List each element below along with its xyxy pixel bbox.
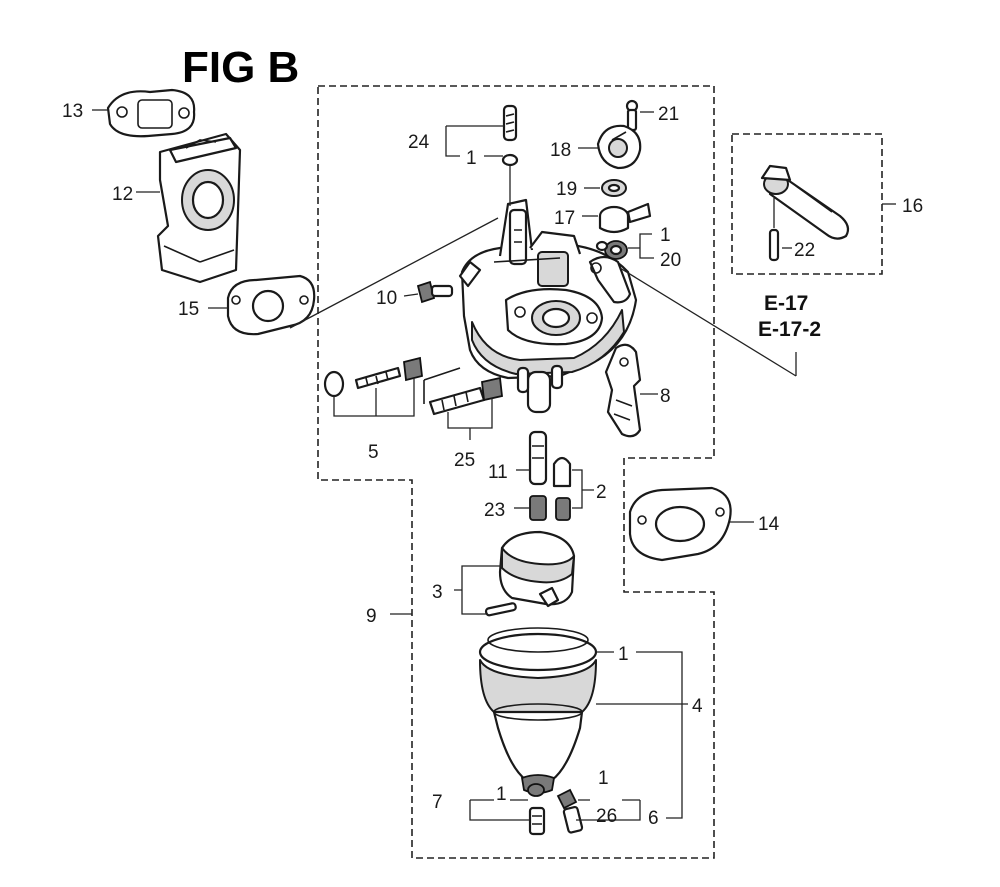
drain-screw-6: [556, 788, 584, 834]
callout-1-bowl: 1: [618, 644, 629, 665]
nozzle-11: [528, 430, 548, 486]
callout-10: 10: [376, 288, 397, 309]
callout-9: 9: [366, 606, 377, 627]
callout-22: 22: [794, 240, 815, 261]
callout-1-top: 1: [466, 148, 477, 169]
screw-10: [416, 280, 454, 304]
callout-1-bottom-right: 1: [598, 768, 609, 789]
leader-reference: [619, 267, 797, 377]
leader-20: [628, 233, 654, 259]
leader-3: [454, 565, 502, 615]
callout-3: 3: [432, 582, 443, 603]
jet-23: [529, 495, 547, 521]
callout-11: 11: [488, 462, 508, 483]
pin-22: [768, 228, 780, 262]
callout-23: 23: [484, 500, 505, 521]
figure-title: FIG B: [182, 43, 299, 92]
choke-part-8: [604, 343, 642, 438]
drain-bolt-7: [527, 783, 546, 836]
callout-18: 18: [550, 140, 571, 161]
washer-19: [601, 179, 627, 197]
callout-1-bottom-left: 1: [496, 784, 507, 805]
callout-21: 21: [658, 104, 679, 125]
callout-15: 15: [178, 299, 199, 320]
carburetor-assembly-outline: [317, 85, 715, 859]
callout-1-right: 1: [660, 225, 671, 246]
callout-19: 19: [556, 179, 577, 200]
callout-26: 26: [596, 806, 617, 827]
float-chamber-4: [478, 627, 598, 794]
leader-4: [596, 651, 688, 819]
valve-seat-20: [595, 240, 628, 260]
gasket-13: [106, 88, 196, 138]
leader-6: [576, 799, 641, 821]
callout-13: 13: [62, 101, 83, 122]
bracket-12: [156, 132, 242, 284]
leader-15-to-carb: [289, 217, 499, 329]
leader-2: [572, 469, 594, 509]
jet-2: [552, 456, 572, 521]
screw-21: [625, 99, 639, 132]
valve-18: [596, 124, 642, 170]
reference-e17: E-17: [764, 292, 808, 315]
leader-24: [445, 125, 504, 157]
lever-16: [760, 164, 850, 240]
callout-12: 12: [112, 184, 133, 205]
screw-24: [501, 104, 519, 167]
pilot-screw-5: [323, 356, 423, 398]
float-3: [484, 530, 576, 617]
gasket-15: [226, 274, 316, 336]
callout-17: 17: [554, 208, 575, 229]
callout-25: 25: [454, 450, 475, 471]
reference-e17-2: E-17-2: [758, 318, 821, 341]
leader-10: [403, 293, 419, 297]
callout-7: 7: [432, 792, 443, 813]
carburetor-body: [458, 198, 638, 414]
callout-4: 4: [692, 696, 703, 717]
valve-17: [598, 202, 652, 234]
callout-14: 14: [758, 514, 780, 535]
callout-6: 6: [648, 808, 659, 829]
callout-16: 16: [902, 196, 923, 217]
leader-25: [447, 398, 493, 440]
throttle-screw-25: [423, 367, 503, 416]
callout-5: 5: [368, 442, 379, 463]
callout-8: 8: [660, 386, 671, 407]
gasket-14: [628, 486, 732, 562]
callout-2: 2: [596, 482, 607, 503]
leader-5: [333, 378, 415, 417]
leader-7: [469, 799, 530, 821]
callout-20: 20: [660, 250, 681, 271]
callout-24: 24: [408, 132, 430, 153]
